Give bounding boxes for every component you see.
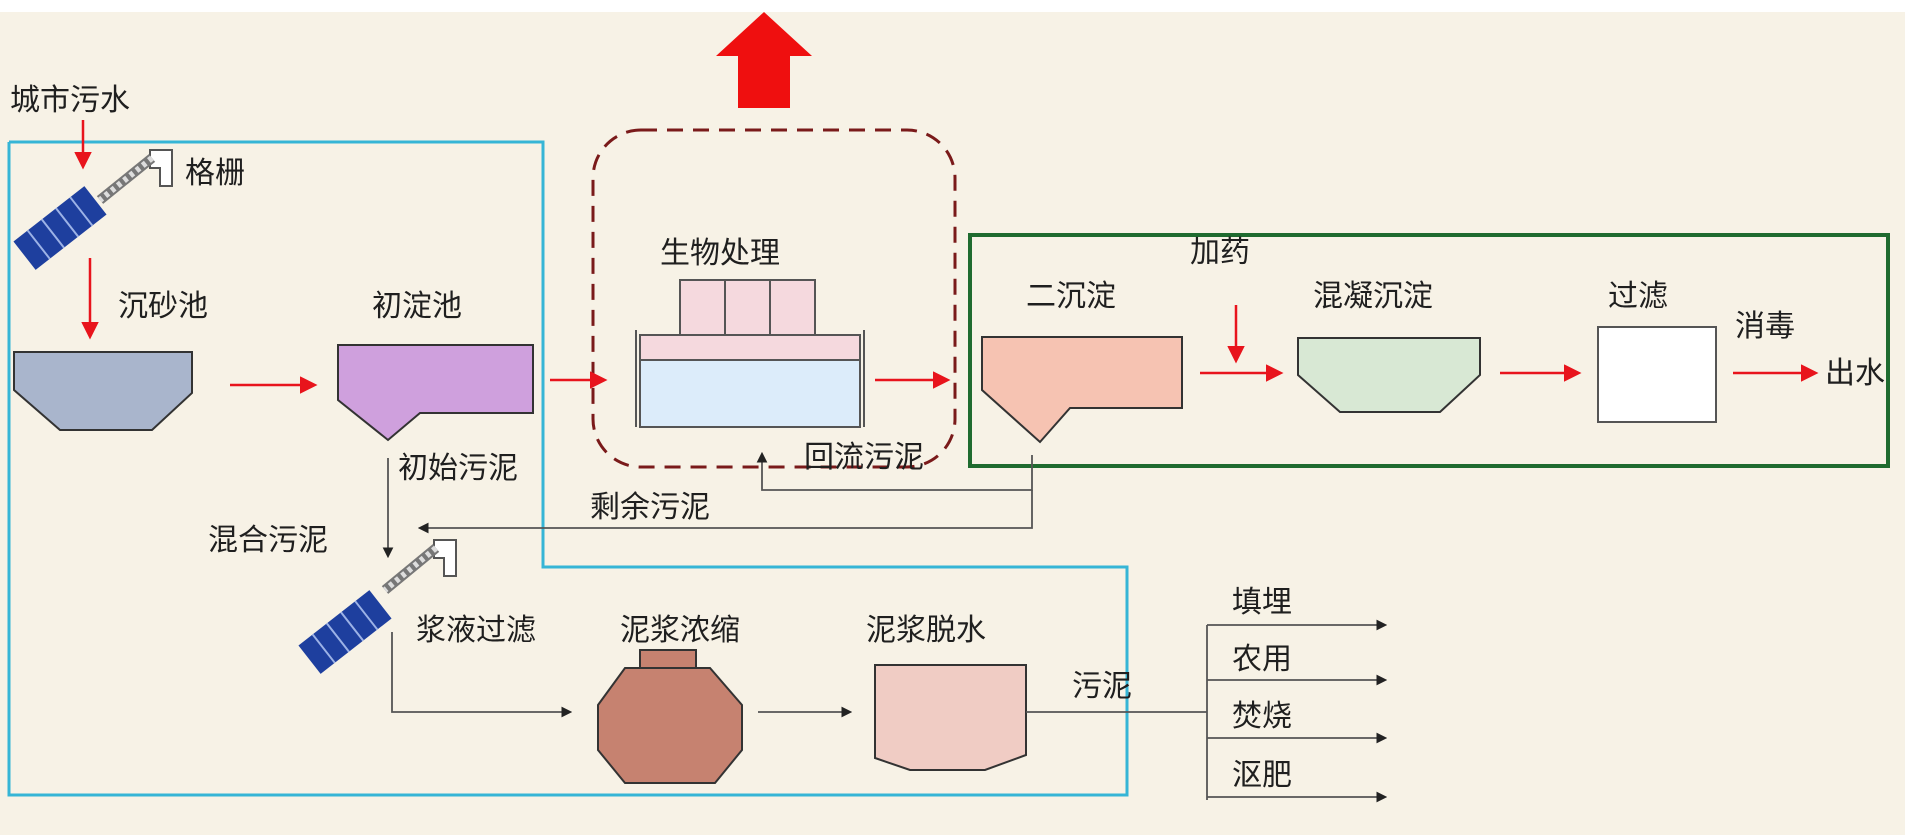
secondary-clarifier-label: 二沉淀 — [1026, 279, 1116, 314]
filtration-label: 过滤 — [1608, 279, 1668, 314]
bar-screen-icon — [13, 149, 173, 270]
secondary-clarifier-tank — [981, 336, 1183, 444]
bio-treatment-label: 生物处理 — [660, 236, 780, 271]
mixed-sludge-label: 混合污泥 — [208, 523, 328, 558]
slurry-filtration-label: 浆液过滤 — [416, 613, 536, 648]
bio-treatment-boundary — [591, 128, 957, 469]
composting-label: 沤肥 — [1232, 758, 1292, 793]
landfill-label: 填埋 — [1232, 585, 1292, 620]
grating-label: 格栅 — [185, 156, 245, 191]
water-flow-arrows — [74, 120, 1819, 394]
initial-sludge-label: 初始污泥 — [398, 451, 518, 486]
primary-clarifier-tank — [337, 344, 534, 442]
sludge-label: 污泥 — [1072, 669, 1132, 704]
sludge-thickening-tank — [597, 649, 743, 784]
incineration-label: 焚烧 — [1232, 699, 1292, 734]
disinfection-label: 消毒 — [1735, 309, 1795, 344]
effluent-label: 出水 — [1825, 356, 1885, 391]
sludge-dewatering-label: 泥浆脱水 — [866, 613, 986, 648]
sludge-line-boundary — [7, 140, 1129, 797]
dosing-label: 加药 — [1190, 235, 1250, 270]
agricultural-label: 农用 — [1232, 642, 1292, 677]
coagulation-tank — [1297, 337, 1481, 413]
city-sewage-label: 城市污水 — [10, 83, 130, 118]
primary-clarifier-label: 初淀池 — [372, 289, 462, 324]
sludge-dewatering-tank — [874, 664, 1027, 771]
coagulation-label: 混凝沉淀 — [1313, 279, 1433, 314]
return-sludge-label: 回流污泥 — [804, 440, 924, 475]
sludge-flow-lines — [382, 451, 1388, 803]
slurry-screen-icon — [298, 539, 457, 674]
excess-sludge-label: 剩余污泥 — [590, 490, 710, 525]
filter-unit — [1597, 326, 1717, 423]
bio-reactor-tank — [635, 279, 865, 428]
emission-up-arrow-icon — [716, 12, 812, 108]
sludge-thickening-label: 泥浆浓缩 — [620, 613, 740, 648]
grit-chamber-tank — [13, 351, 193, 431]
grit-chamber-label: 沉砂池 — [118, 289, 208, 324]
advanced-treatment-boundary — [968, 233, 1890, 468]
